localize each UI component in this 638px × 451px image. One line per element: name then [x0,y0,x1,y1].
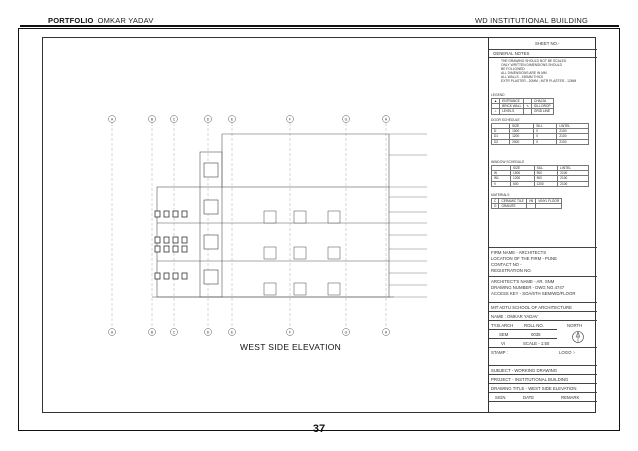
stair-windows [203,162,219,285]
grid-lines [111,123,387,327]
firm-line: CONTACT NO - [491,262,522,267]
grid-label: E [231,330,234,334]
drawing-border [42,37,596,413]
legend-item: SILL DROP [531,103,554,110]
firm-line: FIRM NAME - ARCHITECTS [491,250,547,255]
sem-value: VI [501,341,506,346]
date-header: DATE [523,395,535,400]
school-name: MIT ADTU SCHOOL OF ARCHITECTURE [491,305,572,310]
grid-bubble [170,115,178,123]
grid-label: B [151,117,154,121]
legend-item: BRICK WALL [499,103,525,110]
general-notes-label: GENERAL NOTES [493,51,530,56]
note-line: BE FOLLOWED [501,67,525,71]
grid-bubble [148,328,156,336]
grid-label: H [385,330,388,334]
grid-label: G [345,330,348,334]
project-line: PROJECT - INSTITUTIONAL BUILDING [491,377,569,382]
roll-no: 0035 [531,332,541,337]
materials-label: MATERIALS [491,193,510,197]
grid-bubble [382,115,390,123]
architect-line: DRAWING NUMBER - DWG NO.4747 [491,285,565,290]
grid-label: C [173,117,176,121]
left-windows [154,210,188,280]
drawing-sheet [18,28,620,431]
grid-label: C [173,330,176,334]
legend-item: LEVELS [499,108,525,115]
title-block: SHEET NO.- GENERAL NOTES THE DRAWING SHO… [488,37,597,413]
subject-line: SUBJECT - WORKING DRAWING [491,368,558,373]
grid-label: G [345,117,348,121]
sem-label: SEM [499,332,509,337]
grid-bubbles-bottom: A B C D E F G H [108,328,390,336]
grid-label: H [385,117,388,121]
owner-name: OMKAR YADAV [97,16,154,25]
student-name: NAME : OMKAR YADAV [491,314,538,319]
drawing-title: WEST SIDE ELEVATION [240,342,342,352]
firm-line: LOCATION OF THE FIRM - PUNE [491,256,557,261]
grid-label: A [111,117,114,121]
grid-bubble [382,328,390,336]
north-label: NORTH [567,323,583,328]
stamp-label: STAMP : [491,350,508,355]
grid-bubble [228,328,236,336]
grid-label: B [151,330,154,334]
grid-label: F [289,117,291,121]
grid-label: E [231,117,234,121]
page-number: 37 [312,423,326,435]
grid-bubbles-top: A B C D E F G H [108,115,390,123]
class-label: TY.B.ARCH [491,323,514,328]
architect-line: ACCESS KEY - SOA/6TH SEM/WD/FLOOR [491,291,576,296]
sign-header: SIGN [495,395,506,400]
legend-label: LEGEND [491,93,505,97]
drawing-title-line: DRAWING TITLE - WEST SIDE ELEVATION [491,386,577,391]
roll-no-label: ROLL NO. [524,323,544,328]
project-header: WD INSTITUTIONAL BUILDING [474,16,588,25]
legend-item: GRID LINE [531,108,554,115]
grid-bubble [228,115,236,123]
grid-bubble [342,328,350,336]
note-line: THE DRAWING SHOULD NOT BE SCALED [501,59,567,63]
remark-header: REMARK [561,395,580,400]
note-line: ALL WALLS - 150MM THICK [501,75,544,79]
window-schedule-label: WINDOW SCHEDULE [491,160,525,164]
level-markers [389,133,427,298]
grid-label: D [207,117,210,121]
firm-line: REGISTRATION NO. [491,268,532,273]
grid-label: A [111,330,114,334]
grid-label: D [207,330,210,334]
grid-bubble [204,328,212,336]
elevation-drawing: A B C D E F G H A B C D E F G H [108,115,427,336]
grid-bubble [170,328,178,336]
grid-bubble [286,328,294,336]
grid-bubble [204,115,212,123]
grid-bubble [108,328,116,336]
grid-bubble [342,115,350,123]
header-rule [20,25,619,27]
note-line: ONLY WRITTEN DIMENSIONS SHOULD [501,63,563,67]
grid-bubble [286,115,294,123]
sheet-no-label: SHEET NO.- [535,41,560,46]
grid-bubble [108,115,116,123]
note-line: EXTR PLASTER - 20MM ; INTR PLASTER - 12M… [501,79,577,83]
logo-label: LOGO :- [559,350,576,355]
portfolio-label: PORTFOLIO [48,16,94,25]
north-arrow-icon [572,331,584,343]
architect-line: ARCHITECT'S NAME - AR. SNM [491,279,555,284]
right-windows [263,210,341,296]
door-schedule-label: DOOR SCHEDULE [491,118,520,122]
grid-bubble [148,115,156,123]
note-line: ALL DIMENSIONS ARE IN MM [501,71,547,75]
scale-label: SCALE - 1:50 [523,341,550,346]
grid-label: F [289,330,291,334]
